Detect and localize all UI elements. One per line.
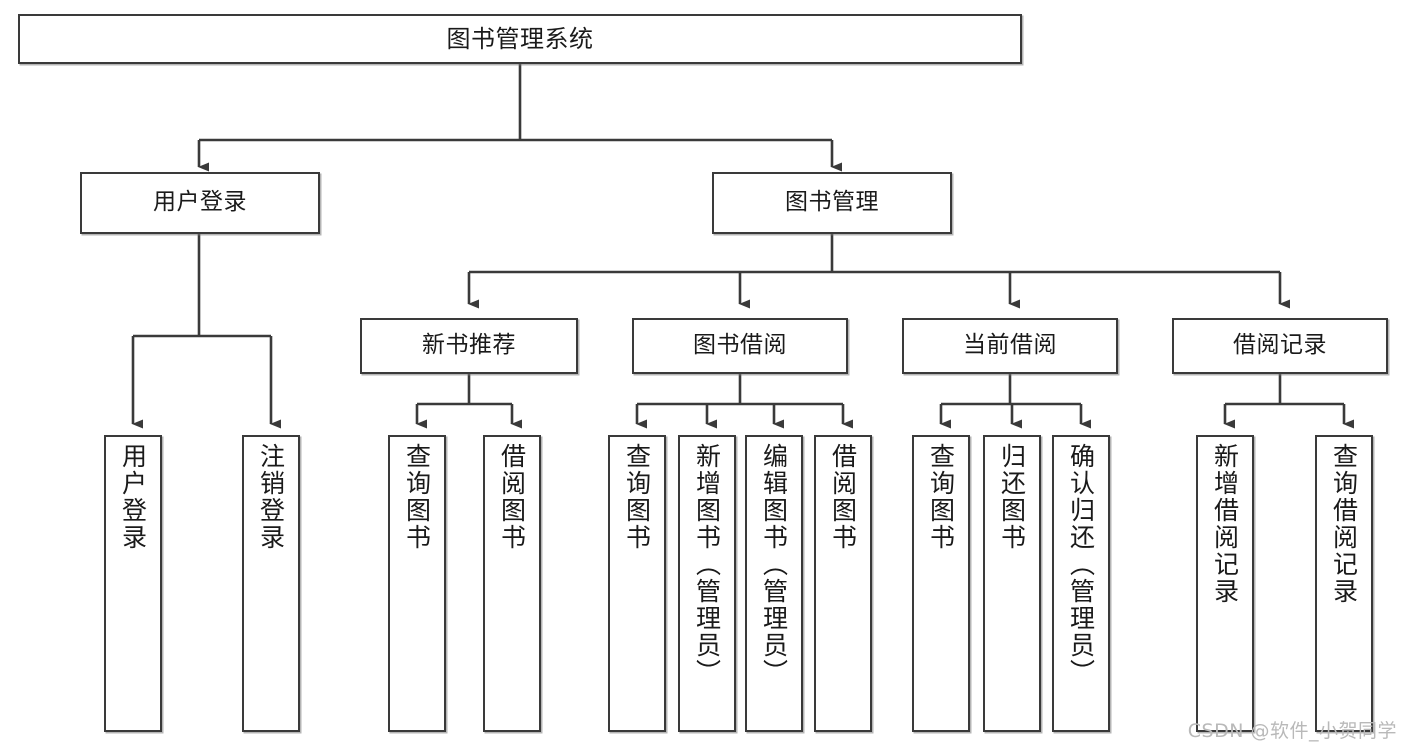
node-leaf-confirm-return[interactable]: 确认归还（管理员） [1052, 435, 1110, 732]
watermark-text: CSDN @软件_小贺同学 [1187, 720, 1397, 742]
node-label: 查询借阅记录 [1329, 443, 1359, 605]
node-leaf-return-book[interactable]: 归还图书 [983, 435, 1041, 732]
node-label: 确认归还（管理员） [1066, 443, 1096, 686]
node-label: 查询图书 [402, 443, 432, 551]
node-label: 图书管理 [785, 189, 879, 216]
node-label: 查询图书 [926, 443, 956, 551]
node-label: 用户登录 [153, 189, 247, 216]
node-leaf-add-record[interactable]: 新增借阅记录 [1196, 435, 1254, 732]
node-leaf-borrow-book-1[interactable]: 借阅图书 [483, 435, 541, 732]
node-user-login[interactable]: 用户登录 [80, 172, 320, 234]
node-label: 借阅图书 [497, 443, 527, 551]
node-borrow-record[interactable]: 借阅记录 [1172, 318, 1388, 374]
node-label: 借阅记录 [1233, 332, 1327, 359]
node-label: 新书推荐 [422, 332, 516, 359]
node-label: 借阅图书 [828, 443, 858, 551]
node-label: 查询图书 [622, 443, 652, 551]
node-leaf-add-book[interactable]: 新增图书（管理员） [678, 435, 736, 732]
node-label: 新增借阅记录 [1210, 443, 1240, 605]
node-leaf-query-book-3[interactable]: 查询图书 [912, 435, 970, 732]
node-leaf-user-login[interactable]: 用户登录 [104, 435, 162, 732]
node-leaf-logout[interactable]: 注销登录 [242, 435, 300, 732]
node-leaf-query-book-2[interactable]: 查询图书 [608, 435, 666, 732]
node-label: 当前借阅 [963, 332, 1057, 359]
node-label: 图书管理系统 [446, 24, 594, 53]
node-label: 归还图书 [997, 443, 1027, 551]
node-root-system[interactable]: 图书管理系统 [18, 14, 1022, 64]
node-new-book-rec[interactable]: 新书推荐 [360, 318, 578, 374]
node-leaf-query-record[interactable]: 查询借阅记录 [1315, 435, 1373, 732]
node-label: 编辑图书（管理员） [759, 443, 789, 686]
node-label: 注销登录 [256, 443, 286, 551]
node-label: 图书借阅 [693, 332, 787, 359]
node-book-manage[interactable]: 图书管理 [712, 172, 952, 234]
node-leaf-query-book-1[interactable]: 查询图书 [388, 435, 446, 732]
node-leaf-borrow-book-2[interactable]: 借阅图书 [814, 435, 872, 732]
node-book-borrow[interactable]: 图书借阅 [632, 318, 848, 374]
node-current-borrow[interactable]: 当前借阅 [902, 318, 1118, 374]
node-label: 新增图书（管理员） [692, 443, 722, 686]
node-leaf-edit-book[interactable]: 编辑图书（管理员） [745, 435, 803, 732]
node-label: 用户登录 [118, 443, 148, 551]
